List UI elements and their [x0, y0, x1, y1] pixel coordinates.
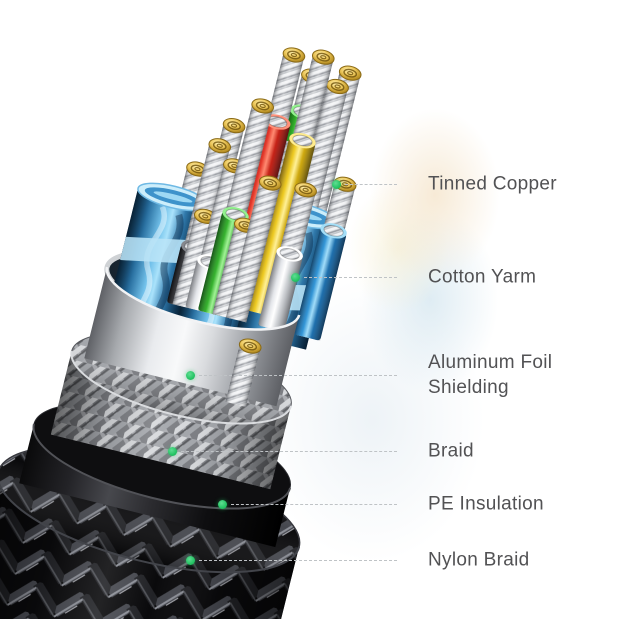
callout-label-pe-insulation: PE Insulation: [428, 493, 544, 515]
callout-line-nylon-braid: [199, 559, 397, 561]
callout-label-aluminum-foil-line2: Shielding: [428, 377, 509, 398]
callout-label-cotton-yarm: Cotton Yarm: [428, 266, 537, 288]
callout-label-aluminum-foil: Aluminum Foil Shielding: [428, 350, 552, 400]
callout-line-pe-insulation: [231, 503, 397, 505]
callout-line-aluminum-foil: [199, 374, 397, 376]
callout-line-tinned-copper: [345, 183, 397, 185]
callout-dot-cotton-yarm: [290, 272, 300, 282]
callout-label-braid: Braid: [428, 440, 474, 462]
callout-label-aluminum-foil-line1: Aluminum Foil: [428, 352, 553, 373]
callout-dot-tinned-copper: [331, 179, 341, 189]
callout-label-tinned-copper: Tinned Copper: [428, 173, 557, 195]
callout-line-cotton-yarm: [304, 276, 397, 278]
callout-dot-pe-insulation: [217, 499, 227, 509]
callout-dot-nylon-braid: [185, 555, 195, 565]
callout-dot-aluminum-foil: [185, 370, 195, 380]
callout-line-braid: [181, 450, 397, 452]
callout-dot-braid: [167, 446, 177, 456]
callout-label-nylon-braid: Nylon Braid: [428, 549, 530, 571]
